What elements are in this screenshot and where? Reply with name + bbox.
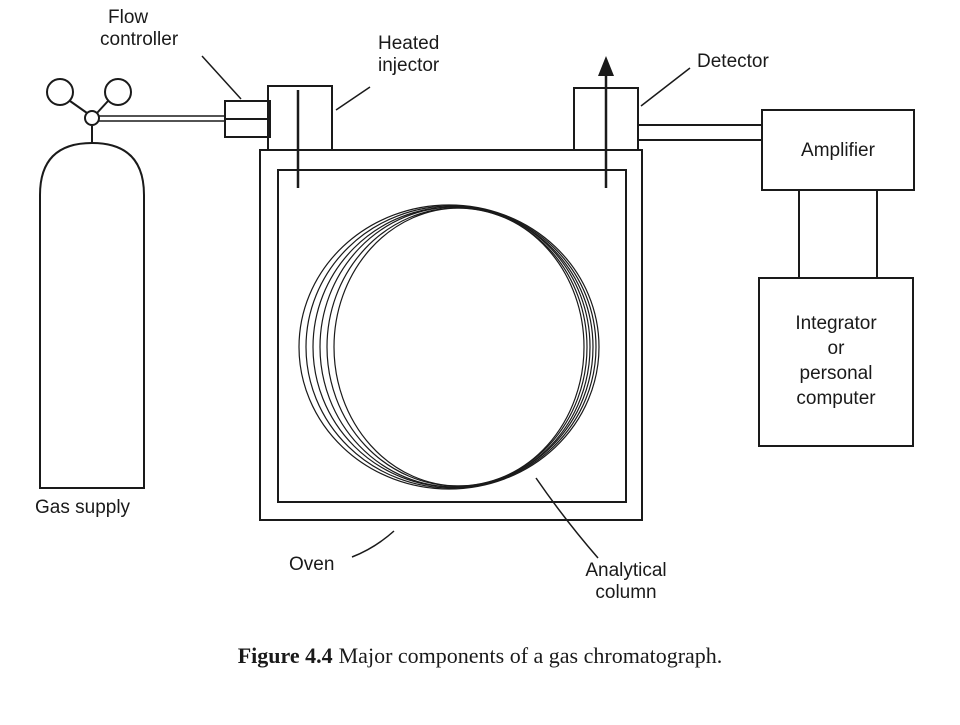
flow-controller-leader — [201, 55, 242, 100]
pressure-gauge-right — [104, 78, 132, 106]
column-coil-ring — [298, 204, 600, 490]
flow-controller-label-line: Flow — [108, 7, 149, 28]
heated-injector-label: Heated injector — [378, 33, 439, 77]
integrator-label-line: or — [827, 338, 845, 359]
analytical-column-label: Analytical column — [566, 560, 686, 604]
gauge-arm-left — [69, 100, 88, 114]
integrator-label: Integrator or personal computer — [759, 311, 913, 411]
detector-leader — [640, 67, 691, 107]
heated-injector-label-line: injector — [378, 55, 440, 76]
figure-caption-text: Major components of a gas chromatograph. — [338, 643, 723, 668]
pressure-gauge-left — [46, 78, 74, 106]
analytical-column-label-line: column — [595, 582, 657, 603]
integrator-box — [758, 277, 914, 447]
heated-injector-box — [267, 85, 333, 151]
integrator-label-line: computer — [796, 388, 876, 409]
flow-controller-box-upper — [224, 100, 271, 120]
oven-outer-wall — [259, 149, 643, 521]
column-coil-ring — [305, 205, 597, 489]
gas-supply-label: Gas supply — [35, 497, 131, 518]
gas-cylinder — [39, 141, 145, 489]
column-coil-ring — [333, 207, 585, 487]
integrator-label-line: Integrator — [795, 313, 877, 334]
heated-injector-leader — [335, 86, 371, 111]
gauge-arm-right — [96, 100, 109, 114]
amplifier-label: Amplifier — [801, 140, 875, 161]
column-coil-ring — [319, 206, 591, 488]
regulator-valve — [84, 110, 100, 126]
flow-controller-label: Flow controller — [100, 7, 178, 51]
integrator-label-line: personal — [799, 363, 873, 384]
amplifier-box — [761, 109, 915, 191]
analytical-column-coil — [298, 204, 600, 490]
oven-leader — [351, 530, 395, 558]
heated-injector-label-line: Heated — [378, 33, 440, 54]
figure-number: Figure 4.4 — [237, 643, 333, 668]
oven-inner-wall — [277, 169, 627, 503]
oven-label: Oven — [289, 554, 335, 575]
analytical-column-leader — [535, 477, 599, 559]
exhaust-arrow-icon — [598, 56, 614, 76]
analytical-column-label-line: Analytical — [585, 560, 667, 581]
flow-controller-label-line: controller — [100, 29, 179, 50]
flow-controller-box-lower — [224, 118, 271, 138]
detector-label: Detector — [697, 51, 769, 72]
